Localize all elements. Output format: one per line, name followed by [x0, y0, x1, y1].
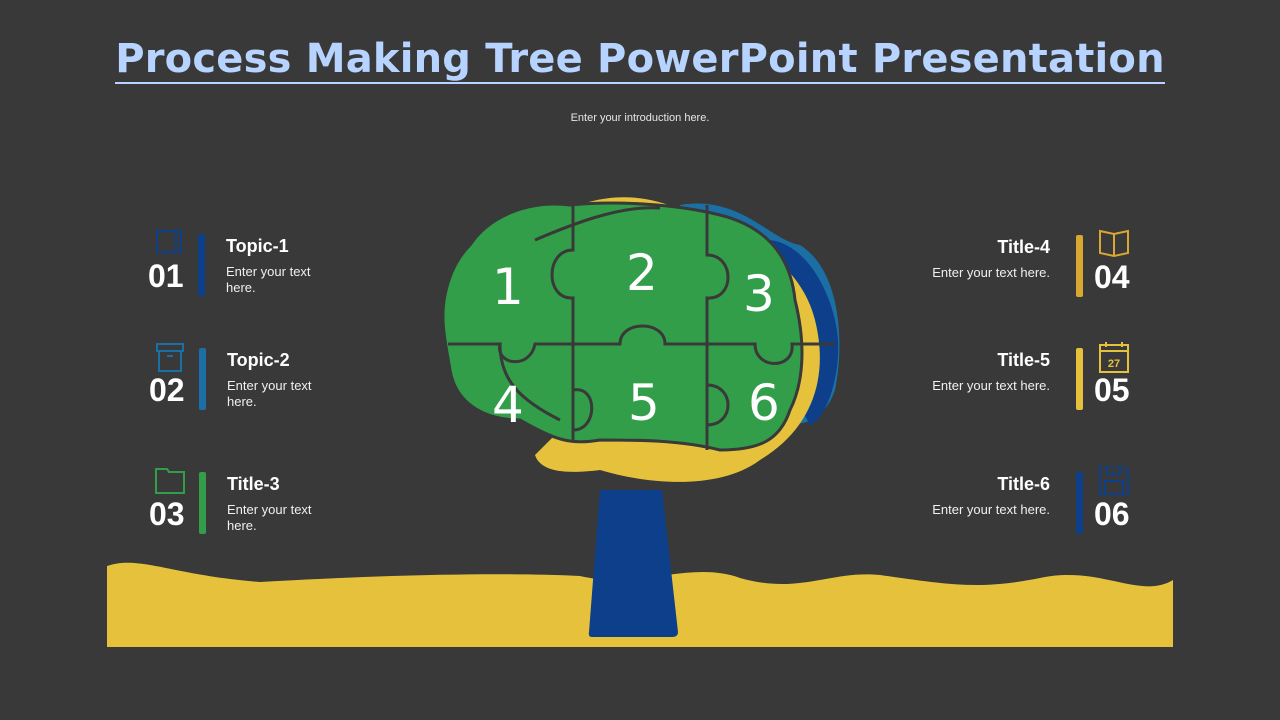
puzzle-number-3: 3 [743, 265, 775, 323]
calendar-icon: 27 [1099, 342, 1129, 373]
folder-icon [155, 468, 185, 494]
item-text: Enter your text here. [226, 264, 311, 295]
item-01: 01 Topic-1 Enter your text here. [148, 228, 348, 298]
item-heading: Topic-1 [226, 236, 289, 256]
item-heading: Topic-2 [227, 350, 290, 370]
tree-trunk [588, 490, 678, 637]
item-06: 06 Title-6 Enter your text here. [928, 466, 1130, 536]
save-disk-icon [1099, 466, 1129, 495]
canopy-green [441, 201, 804, 452]
accent-bar [1076, 472, 1083, 534]
item-text: Enter your text here. [932, 502, 1050, 517]
item-03: 03 Title-3 Enter your text here. [149, 466, 349, 536]
item-05: 27 05 Title-5 Enter your text here. [928, 342, 1130, 412]
archive-box-icon [156, 343, 184, 372]
book-icon [1099, 229, 1129, 258]
item-02: 02 Topic-2 Enter your text here. [149, 342, 349, 412]
puzzle-lines [448, 205, 835, 450]
item-number: 02 [149, 372, 185, 408]
item-heading: Title-6 [997, 474, 1050, 494]
notebook-icon [156, 230, 182, 253]
item-text: Enter your text here. [932, 265, 1050, 280]
puzzle-number-5: 5 [628, 374, 660, 432]
accent-bar [1076, 235, 1083, 297]
item-number: 05 [1094, 372, 1130, 408]
accent-bar [198, 234, 205, 296]
puzzle-number-4: 4 [492, 376, 524, 434]
accent-bar [199, 472, 206, 534]
item-number: 06 [1094, 496, 1130, 532]
item-number: 03 [149, 496, 185, 532]
title-text: Process Making Tree PowerPoint Presentat… [115, 36, 1165, 84]
item-heading: Title-3 [227, 474, 280, 494]
item-text: Enter your text here. [932, 378, 1050, 393]
page-title: Process Making Tree PowerPoint Presentat… [0, 36, 1280, 84]
item-number: 04 [1094, 259, 1130, 295]
item-text: Enter your text here. [227, 502, 312, 533]
accent-bar [1076, 348, 1083, 410]
puzzle-number-2: 2 [626, 244, 658, 302]
calendar-day: 27 [1108, 358, 1120, 370]
introduction-text: Enter your introduction here. [570, 112, 710, 124]
puzzle-number-1: 1 [492, 258, 524, 316]
item-number: 01 [148, 258, 184, 294]
accent-bar [199, 348, 206, 410]
item-04: 04 Title-4 Enter your text here. [928, 229, 1130, 299]
item-heading: Title-5 [997, 350, 1050, 370]
item-heading: Title-4 [997, 237, 1050, 257]
puzzle-number-6: 6 [748, 374, 780, 432]
item-text: Enter your text here. [227, 378, 312, 409]
